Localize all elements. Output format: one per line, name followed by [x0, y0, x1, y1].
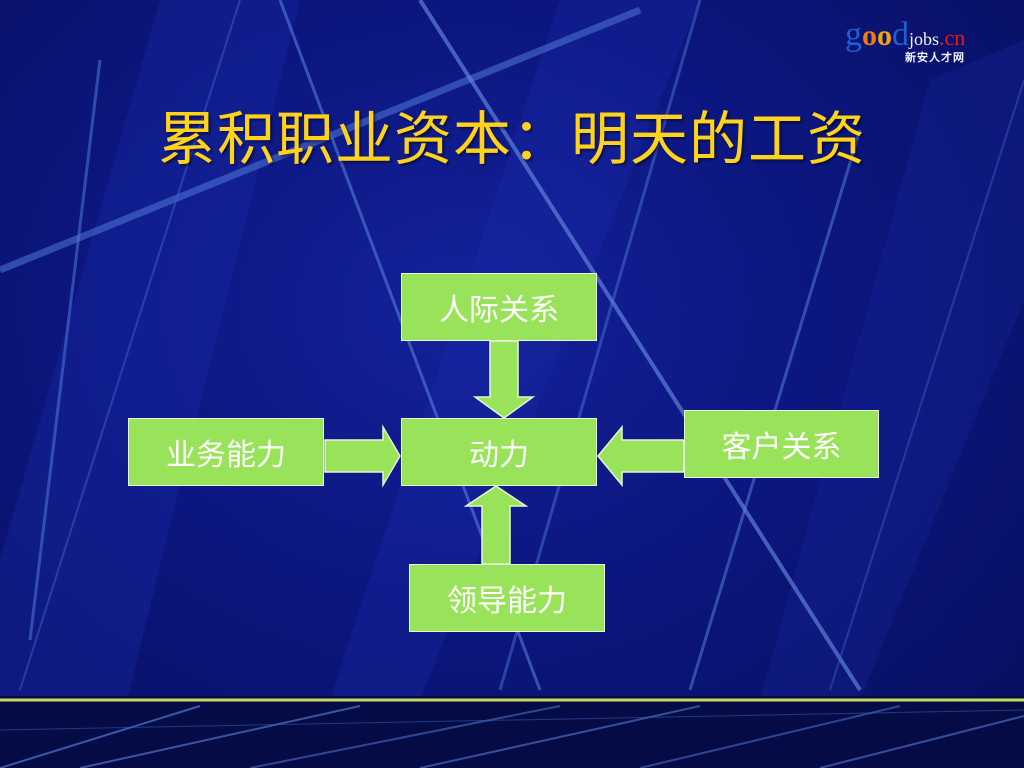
- node-center[interactable]: 动力: [401, 418, 597, 486]
- logo-letter-o-yellow: o: [877, 19, 892, 52]
- node-left-label: 业务能力: [166, 438, 286, 473]
- logo-jobs: jobs: [909, 29, 940, 49]
- node-left[interactable]: 业务能力: [128, 418, 324, 486]
- logo-wordmark: goodjobs.cn: [845, 18, 965, 52]
- node-center-label: 动力: [469, 438, 529, 473]
- node-right[interactable]: 客户关系: [684, 410, 879, 478]
- logo-letter-g: g: [845, 16, 862, 53]
- logo-letter-d: d: [892, 16, 909, 53]
- goodjobs-logo[interactable]: goodjobs.cn 新安人才网: [845, 18, 1005, 66]
- logo-letter-o-orange: o: [862, 19, 877, 52]
- node-top[interactable]: 人际关系: [401, 273, 597, 341]
- node-right-label: 客户关系: [721, 430, 842, 465]
- slide-title: 累积职业资本：明天的工资: [157, 105, 866, 173]
- logo-subtitle: 新安人才网: [905, 51, 965, 64]
- node-bottom[interactable]: 领导能力: [409, 564, 605, 632]
- logo-cn: .cn: [939, 25, 966, 50]
- node-top-label: 人际关系: [439, 293, 559, 328]
- node-bottom-label: 领导能力: [447, 584, 567, 619]
